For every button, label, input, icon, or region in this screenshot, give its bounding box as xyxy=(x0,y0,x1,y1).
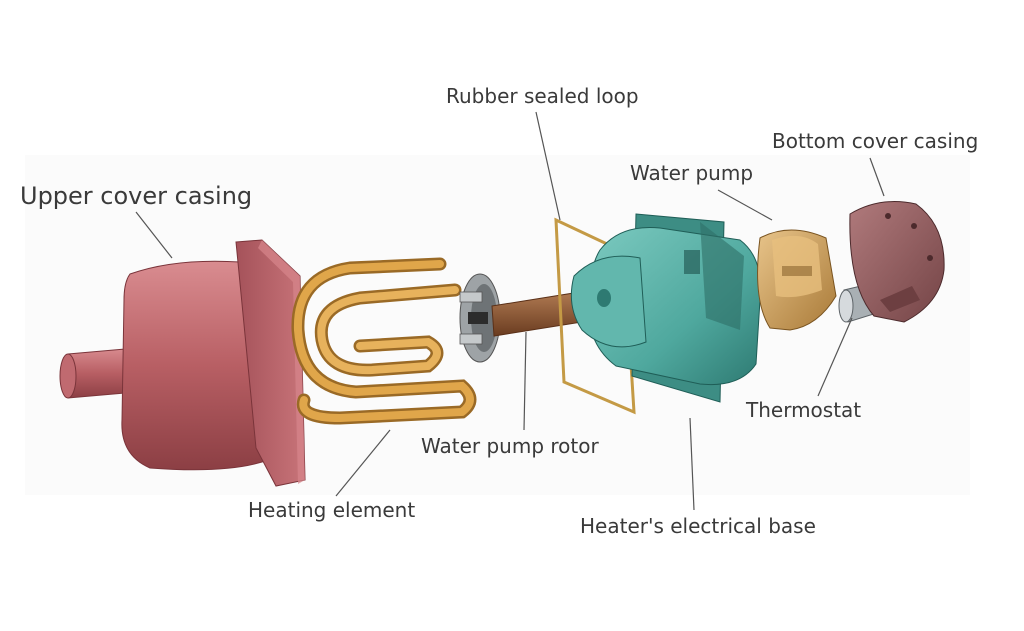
rotor-impeller-part xyxy=(459,273,501,363)
label-water-pump: Water pump xyxy=(630,161,754,185)
label-thermostat: Thermostat xyxy=(746,398,862,422)
rubber-sealed-loop-part xyxy=(554,217,636,415)
label-rubber-sealed-loop: Rubber sealed loop xyxy=(446,84,639,108)
leader-lines xyxy=(135,111,885,511)
water-pump-part xyxy=(757,229,837,331)
label-upper-cover-casing: Upper cover casing xyxy=(20,182,253,210)
leader-upper-cover xyxy=(135,211,173,259)
bottom-cover-casing-part xyxy=(849,201,945,323)
label-bottom-cover-casing: Bottom cover casing xyxy=(772,129,979,153)
upper-cover-casing-part xyxy=(59,239,306,487)
leader-bottom-cover xyxy=(869,157,885,197)
leader-water-pump xyxy=(717,189,773,221)
heaters-electrical-base-part xyxy=(570,213,762,403)
leader-rotor xyxy=(523,331,527,431)
heating-element-part xyxy=(291,257,477,425)
leader-electrical-base xyxy=(689,417,695,511)
leader-rubber-loop xyxy=(535,111,561,221)
leader-thermostat xyxy=(817,317,853,397)
label-heaters-electrical-base: Heater's electrical base xyxy=(580,514,816,538)
leader-heating xyxy=(335,429,391,497)
label-heating-element: Heating element xyxy=(248,498,416,522)
label-water-pump-rotor: Water pump rotor xyxy=(421,434,599,458)
